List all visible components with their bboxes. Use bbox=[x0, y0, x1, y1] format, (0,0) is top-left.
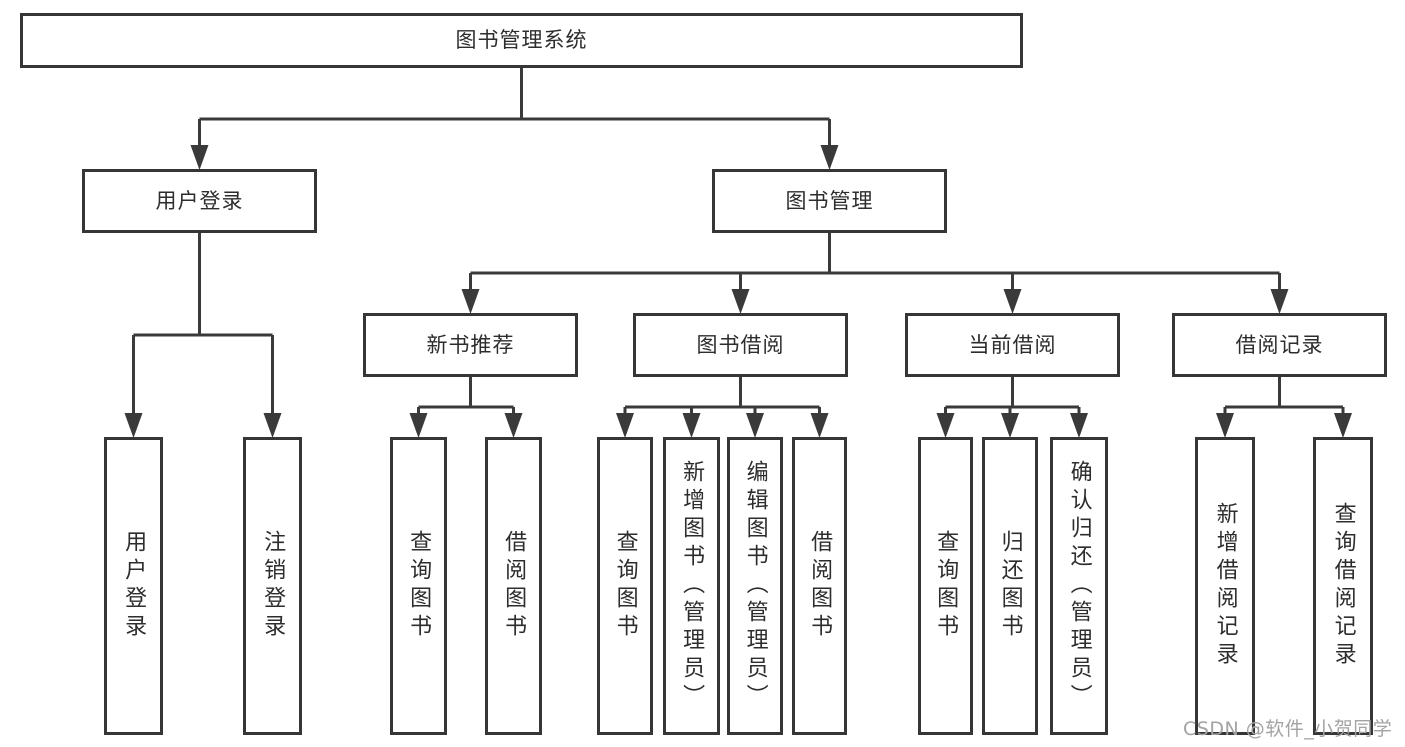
node-leaf-br-query: 查询借阅记录 bbox=[1313, 437, 1373, 735]
node-leaf-nb-borrow: 借阅图书 bbox=[485, 437, 542, 735]
arrowhead-icon bbox=[1270, 289, 1289, 314]
arrowhead-icon bbox=[1001, 413, 1019, 438]
node-leaf-logout: 注销登录 bbox=[243, 437, 302, 735]
arrowhead-icon bbox=[820, 145, 839, 170]
arrowhead-icon bbox=[190, 145, 209, 170]
node-leaf-cb-return: 归还图书 bbox=[982, 437, 1038, 735]
node-leaf-nb-query: 查询图书 bbox=[390, 437, 447, 735]
arrowhead-icon bbox=[461, 289, 480, 314]
node-leaf-bb-add: 新增图书（管理员） bbox=[663, 437, 720, 735]
arrowhead-icon bbox=[1070, 413, 1088, 438]
node-leaf-bb-query: 查询图书 bbox=[597, 437, 653, 735]
node-root: 图书管理系统 bbox=[20, 13, 1023, 68]
arrowhead-icon bbox=[263, 413, 282, 438]
node-leaf-bb-borrow: 借阅图书 bbox=[792, 437, 847, 735]
node-borrow-records: 借阅记录 bbox=[1172, 313, 1387, 377]
node-leaf-bb-edit: 编辑图书（管理员） bbox=[727, 437, 783, 735]
arrowhead-icon bbox=[409, 413, 428, 438]
node-user-login: 用户登录 bbox=[82, 169, 317, 233]
node-book-borrow: 图书借阅 bbox=[633, 313, 848, 377]
arrowhead-icon bbox=[810, 413, 829, 438]
node-new-books: 新书推荐 bbox=[363, 313, 578, 377]
arrowhead-icon bbox=[616, 413, 634, 438]
node-leaf-user-login: 用户登录 bbox=[104, 437, 163, 735]
arrowhead-icon bbox=[1216, 413, 1234, 438]
arrowhead-icon bbox=[1003, 289, 1022, 314]
arrowhead-icon bbox=[1334, 413, 1352, 438]
arrowhead-icon bbox=[124, 413, 143, 438]
node-leaf-cb-confirm: 确认归还（管理员） bbox=[1050, 437, 1108, 735]
node-leaf-cb-query: 查询图书 bbox=[918, 437, 973, 735]
arrowhead-icon bbox=[682, 413, 701, 438]
arrowhead-icon bbox=[746, 413, 764, 438]
arrowhead-icon bbox=[936, 413, 955, 438]
arrowhead-icon bbox=[504, 413, 523, 438]
node-current-borrow: 当前借阅 bbox=[905, 313, 1120, 377]
arrowhead-icon bbox=[731, 289, 750, 314]
node-leaf-br-add: 新增借阅记录 bbox=[1195, 437, 1255, 735]
watermark-text: CSDN @软件_小贺同学 bbox=[1183, 718, 1393, 740]
node-book-mgmt: 图书管理 bbox=[712, 169, 947, 233]
